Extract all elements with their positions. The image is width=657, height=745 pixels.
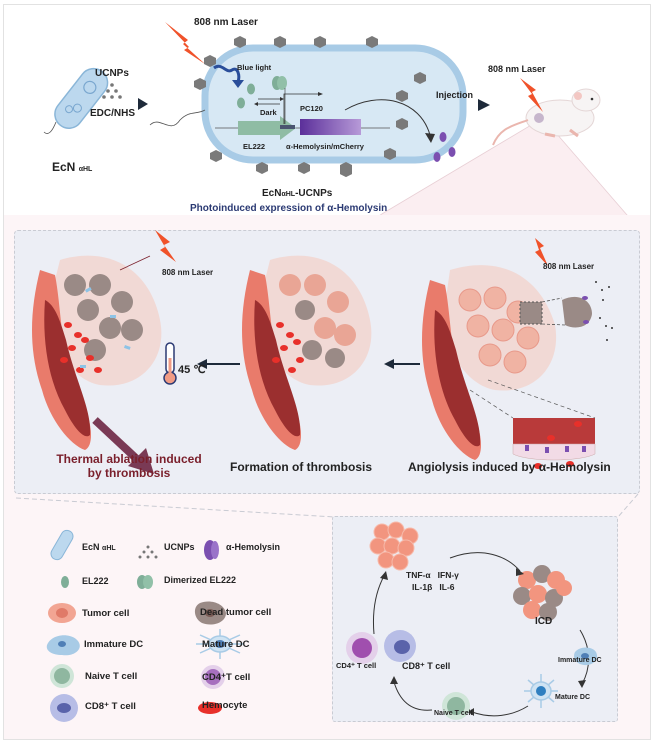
strain-label: EcN αHL [52,160,93,174]
bacterium-icon [50,529,74,561]
mouse-laser-label: 808 nm Laser [488,64,546,74]
panel-connector [15,493,639,518]
mature-dc-label: Mature DC [555,694,591,701]
legend-label-dead-tumor-cell: Dead tumor cell [200,607,272,618]
el222-gene [238,116,296,140]
el222-icon [247,83,255,95]
legend-label-cd8-t-cell: CD8⁺ T cell [85,701,136,712]
hemocyte-icon [198,702,222,714]
cytokines-line1: TNF-α IFN-γ [406,570,459,580]
promoter-label: PC120 [300,104,323,113]
dimerized-el222-icon [137,575,153,589]
cd8-t-cell-icon [50,694,78,722]
step1-caption-line2: by thrombosis [87,466,171,480]
laser-bolt-icon [535,238,548,266]
dark-label: Dark [260,108,277,117]
legend-label-tumor-cell: Tumor cell [82,608,130,619]
icd-label: ICD [535,616,553,627]
legend-label-mature-dc: Mature DC [202,639,250,650]
legend-label-cd4-t-cell: CD4⁺T cell [202,672,251,683]
laser-label-step1: 808 nm Laser [162,268,214,277]
activated-tumor-cluster [369,521,419,571]
legend-label-immature-dc: Immature DC [84,639,144,650]
naive-t-cell-icon [442,692,470,720]
payload-gene [300,119,361,135]
hemolysin-pore-icon [204,540,219,560]
panel-b-art [32,230,613,474]
tumor-thrombosis [242,255,372,450]
injection-label: Injection [436,90,474,100]
legend-label-el222: EL222 [82,576,109,586]
panel-a-subtitle: Photoinduced expression of α-Hemolysin [190,203,388,214]
blue-light-label: Blue light [237,63,272,72]
legend-label-dimerized-el222: Dimerized EL222 [164,575,237,585]
mouse-icon [492,88,601,146]
immature-dc-label: Immature DC [558,657,602,664]
laser-bolt-icon [520,78,543,112]
cytokines-line2: IL-1β IL-6 [412,582,455,592]
flagellum [43,121,57,134]
ucnps-label: UCNPs [95,68,129,79]
vessel-inset [513,418,595,444]
laser-bolt-icon [155,230,176,262]
step2-caption: Formation of thrombosis [230,460,372,474]
legend-label-naive-t-cell: Naive T cell [85,671,138,682]
legend-icons [46,529,244,722]
payload-gene-label: α-Hemolysin/mCherry [286,142,364,151]
tumor-thermal-ablation [32,255,162,450]
coupling-label: EDC/NHS [90,108,136,119]
bacterium-icon [54,67,109,129]
icd-tumor-cluster [513,565,572,621]
laser-bolt-icon [165,22,205,64]
laser-label-step3: 808 nm Laser [543,262,595,271]
dead-tumor-cell-icon [194,601,226,625]
ucnp-hexagons [194,36,426,177]
thermometer-icon [163,342,177,385]
panel-c-art [346,521,598,720]
cd8-t-cell-icon [384,630,416,662]
naive-t-cell-icon [50,664,74,688]
hemolysin-pore-icon [433,132,456,162]
el222-icon [237,97,245,109]
el222-icon [61,576,69,588]
cd4-t-cell-label: CD4⁺ T cell [336,661,377,670]
immature-dc-icon [46,635,80,656]
naive-t-cell-label: Naive T cell [434,710,473,717]
temperature-label: 45 ℃ [178,364,206,376]
cd4-t-cell-icon [346,632,378,664]
el222-gene-label: EL222 [243,142,266,151]
tumor-cell-icon [48,603,76,623]
step1-caption-line1: Thermal ablation induced [56,452,202,466]
cd8-t-cell-label: CD8⁺ T cell [402,661,451,671]
conjugate-label: EcNαHL-UCNPs [262,188,333,199]
legend-label-ecn: EcN αHL [82,542,116,552]
mature-dc-icon [524,674,558,708]
legend-label-ucnps: UCNPs [164,542,195,552]
ablation-arrow [92,417,143,465]
ucnp-dots-icon [138,545,158,559]
laser-label: 808 nm Laser [194,17,258,28]
panel-a [43,22,641,230]
zoom-wedge [354,117,641,230]
mature-dc-icon [196,629,244,659]
legend-label-hemolysin: α-Hemolysin [226,542,281,552]
dimerized-el222-icon [272,76,287,90]
tumor-angiolysis [422,265,613,469]
step3-caption: Angiolysis induced by α-Hemolysin [408,460,611,474]
immature-dc-icon [574,647,598,666]
cd4-t-cell-icon [201,665,225,689]
blue-light-arrow [213,64,241,83]
legend-label-hemocyte: Hemocyte [202,700,248,711]
ucnp-dots-icon [102,83,122,99]
